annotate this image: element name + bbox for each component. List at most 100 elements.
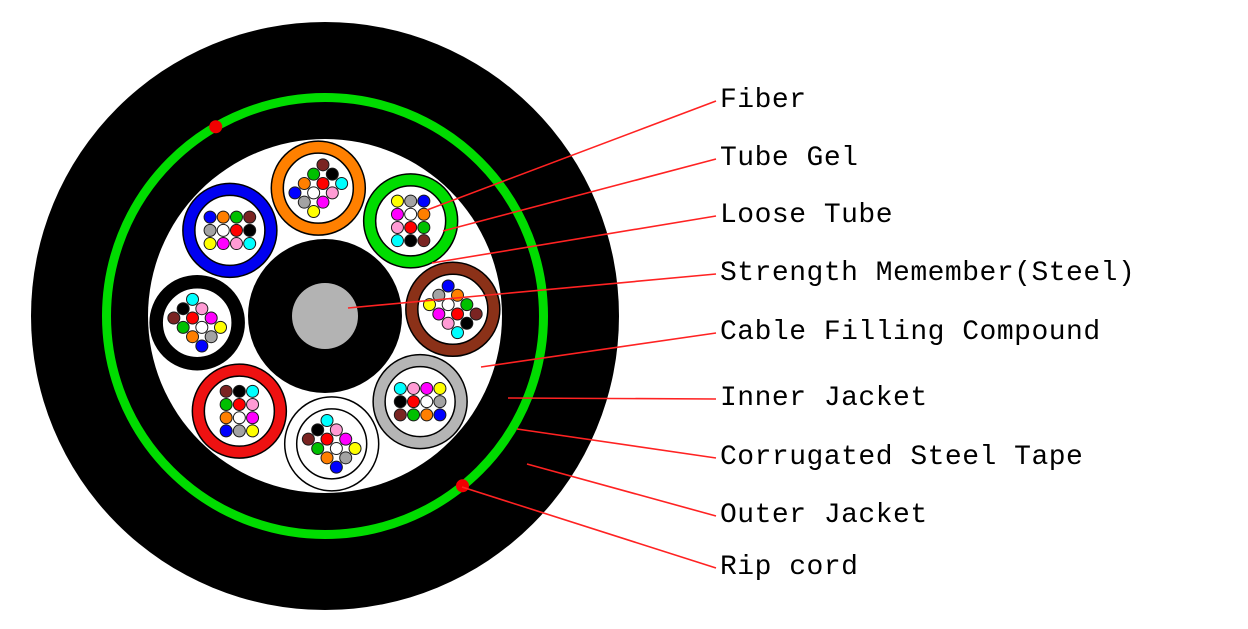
fiber-aqua (243, 237, 257, 251)
fiber-orange (216, 210, 230, 224)
fiber-blue (441, 279, 455, 293)
fiber-blue (219, 424, 233, 438)
fiber-dot-grid (167, 292, 228, 353)
brown-tube (405, 261, 501, 358)
orange-tube (270, 140, 367, 236)
label-fiber: Fiber (720, 85, 807, 116)
leader-line-6 (516, 428, 717, 459)
fiber-orange (297, 177, 311, 191)
fiber-dot-grid (393, 381, 447, 422)
fiber-dot-grid (219, 384, 260, 438)
fiber-green (407, 408, 421, 422)
fiber-aqua (246, 384, 260, 398)
fiber-yellow (390, 194, 404, 208)
corrugated-steel-tape (102, 93, 548, 539)
fiber-rose (407, 381, 421, 395)
fiber-orange (186, 330, 200, 344)
fiber-red (232, 398, 246, 412)
label-cable-filling-compound: Cable Filling Compound (720, 317, 1101, 348)
fiber-orange (320, 451, 334, 465)
fiber-slate (204, 330, 218, 344)
green-tube (362, 173, 459, 269)
fiber-rose (441, 316, 455, 330)
fiber-dot-grid (390, 194, 431, 248)
fiber-brown (243, 210, 257, 224)
fiber-rose (390, 220, 404, 234)
rip-cord-dot (209, 120, 223, 134)
fiber-violet (316, 195, 330, 209)
fiber-black (393, 395, 407, 409)
fiber-brown (469, 307, 483, 321)
fiber-yellow (433, 381, 447, 395)
fiber-green (417, 220, 431, 234)
fiber-white (420, 395, 434, 409)
fiber-yellow (348, 441, 362, 455)
fiber-white (404, 207, 418, 221)
fiber-slate (203, 223, 217, 237)
fiber-white (216, 223, 230, 237)
fiber-rose (229, 237, 243, 251)
fiber-blue (203, 210, 217, 224)
fiber-blue (417, 194, 431, 208)
fiber-aqua (450, 326, 464, 340)
label-rip-cord: Rip cord (720, 552, 859, 583)
fiber-red (320, 432, 334, 446)
fiber-black (232, 384, 246, 398)
fiber-green (307, 167, 321, 181)
fiber-dot-grid (288, 158, 349, 219)
leader-line-4 (480, 332, 717, 368)
fiber-violet (390, 207, 404, 221)
fiber-violet (246, 411, 260, 425)
fiber-violet (216, 237, 230, 251)
fiber-orange (219, 411, 233, 425)
fiber-green (311, 441, 325, 455)
strength-member-steel-core (292, 283, 358, 349)
fiber-black (325, 167, 339, 181)
fiber-slate (232, 424, 246, 438)
fiber-black (404, 234, 418, 248)
fiber-orange (420, 408, 434, 422)
fiber-slate (339, 451, 353, 465)
fiber-green (176, 320, 190, 334)
fiber-red (316, 177, 330, 191)
fiber-blue (433, 408, 447, 422)
fiber-red (450, 307, 464, 321)
fiber-white (329, 441, 343, 455)
fiber-red (186, 311, 200, 325)
fiber-violet (420, 381, 434, 395)
leader-line-2 (431, 215, 717, 264)
fiber-violet (432, 307, 446, 321)
black-tube (149, 274, 245, 371)
rip-cord-dot (456, 479, 470, 493)
fiber-white (307, 186, 321, 200)
fiber-brown (316, 158, 330, 172)
fiber-dot-grid (422, 279, 483, 340)
fiber-white (441, 298, 455, 312)
fiber-slate (404, 194, 418, 208)
fiber-green (229, 210, 243, 224)
fiber-yellow (203, 237, 217, 251)
fiber-blue (195, 339, 209, 353)
fiber-white (195, 320, 209, 334)
fiber-yellow (307, 205, 321, 219)
fiber-dot-grid (301, 413, 362, 474)
label-strength-memember-steel: Strength Memember(Steel) (720, 258, 1136, 289)
blue-tube (182, 182, 278, 279)
fiber-rose (325, 186, 339, 200)
fiber-red (404, 220, 418, 234)
fiber-blue (288, 186, 302, 200)
label-inner-jacket: Inner Jacket (720, 383, 928, 414)
fiber-violet (339, 432, 353, 446)
fiber-red (407, 395, 421, 409)
fiber-green (460, 298, 474, 312)
red-tube (191, 363, 288, 459)
fiber-orange (417, 207, 431, 221)
fiber-violet (204, 311, 218, 325)
leader-line-5 (507, 397, 717, 400)
fiber-dot-grid (203, 210, 257, 251)
fiber-aqua (320, 413, 334, 427)
fiber-yellow (246, 424, 260, 438)
fiber-brown (219, 384, 233, 398)
fiber-aqua (393, 381, 407, 395)
